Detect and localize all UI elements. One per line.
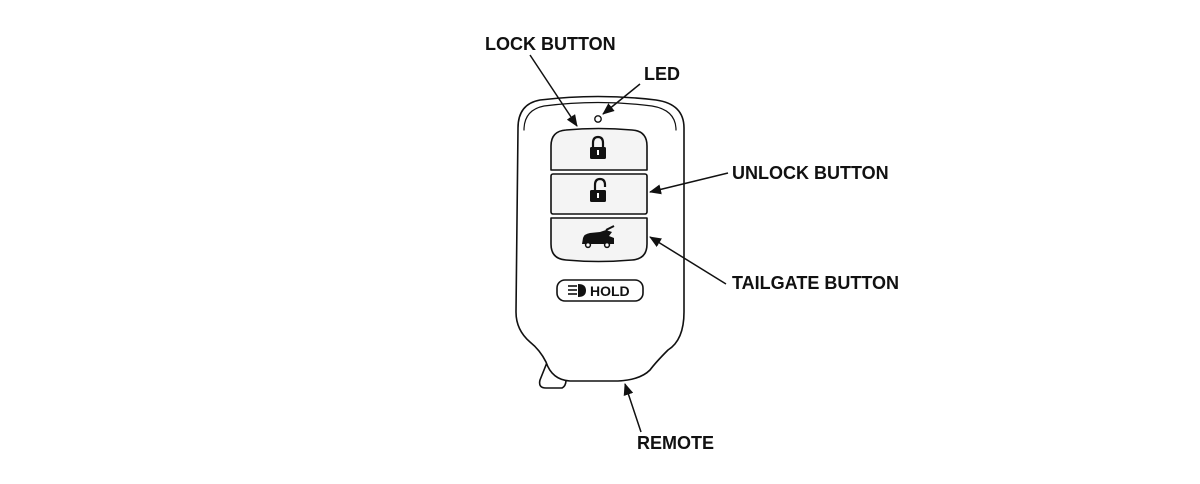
lock-button[interactable] <box>550 127 648 171</box>
unlock-button[interactable] <box>550 173 648 215</box>
hold-button[interactable]: HOLD <box>556 279 644 302</box>
unlock-button-leader <box>649 172 729 195</box>
tailgate-button[interactable] <box>550 217 648 263</box>
padlock-open-icon <box>590 177 607 202</box>
led-leader <box>602 83 641 115</box>
hold-label: HOLD <box>590 283 630 299</box>
padlock-closed-icon <box>590 135 606 159</box>
led-indicator <box>594 115 602 123</box>
remote-inner-edge <box>523 101 677 131</box>
suv-tailgate-icon <box>582 225 615 249</box>
led-label: LED <box>644 64 680 84</box>
light-beam-icon <box>568 284 586 297</box>
lock-button-label: LOCK BUTTON <box>485 34 616 54</box>
tailgate-button-leader <box>649 236 727 285</box>
unlock-button-label: UNLOCK BUTTON <box>732 163 889 183</box>
lock-button-leader <box>529 54 578 127</box>
remote-leader <box>623 383 642 433</box>
remote-label: REMOTE <box>637 433 714 453</box>
tailgate-button-label: TAILGATE BUTTON <box>732 273 899 293</box>
